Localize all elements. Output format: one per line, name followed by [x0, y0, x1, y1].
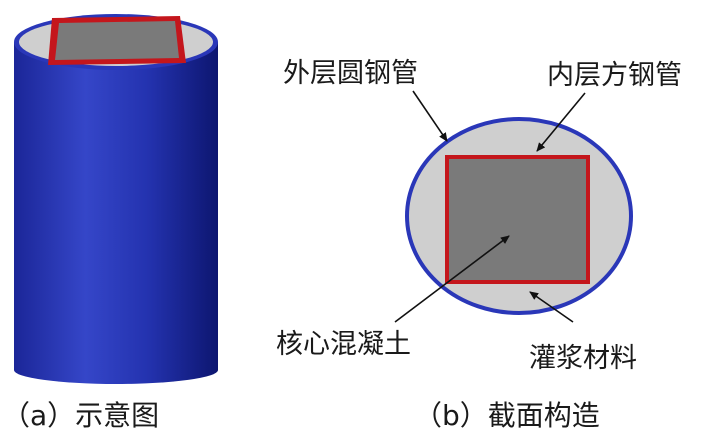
arrow-core [394, 235, 510, 323]
arrow-inner-tube [536, 92, 586, 152]
inner-square-tube-section [445, 155, 590, 284]
arrow-outer-tube [412, 90, 448, 142]
label-outer-tube: 外层圆钢管 [283, 58, 418, 89]
arrow-grout [529, 291, 574, 323]
caption-a: （a）示意图 [2, 399, 159, 432]
label-core: 核心混凝土 [276, 329, 411, 360]
caption-b: （b）截面构造 [414, 399, 600, 432]
schematic-column [14, 14, 218, 384]
cross-section [405, 117, 633, 315]
core-concrete-top [55, 21, 179, 60]
outer-circular-tube-body [14, 42, 218, 384]
label-inner-tube: 内层方钢管 [547, 60, 682, 91]
leader-arrows [394, 90, 586, 323]
label-grout: 灌浆材料 [529, 343, 637, 374]
